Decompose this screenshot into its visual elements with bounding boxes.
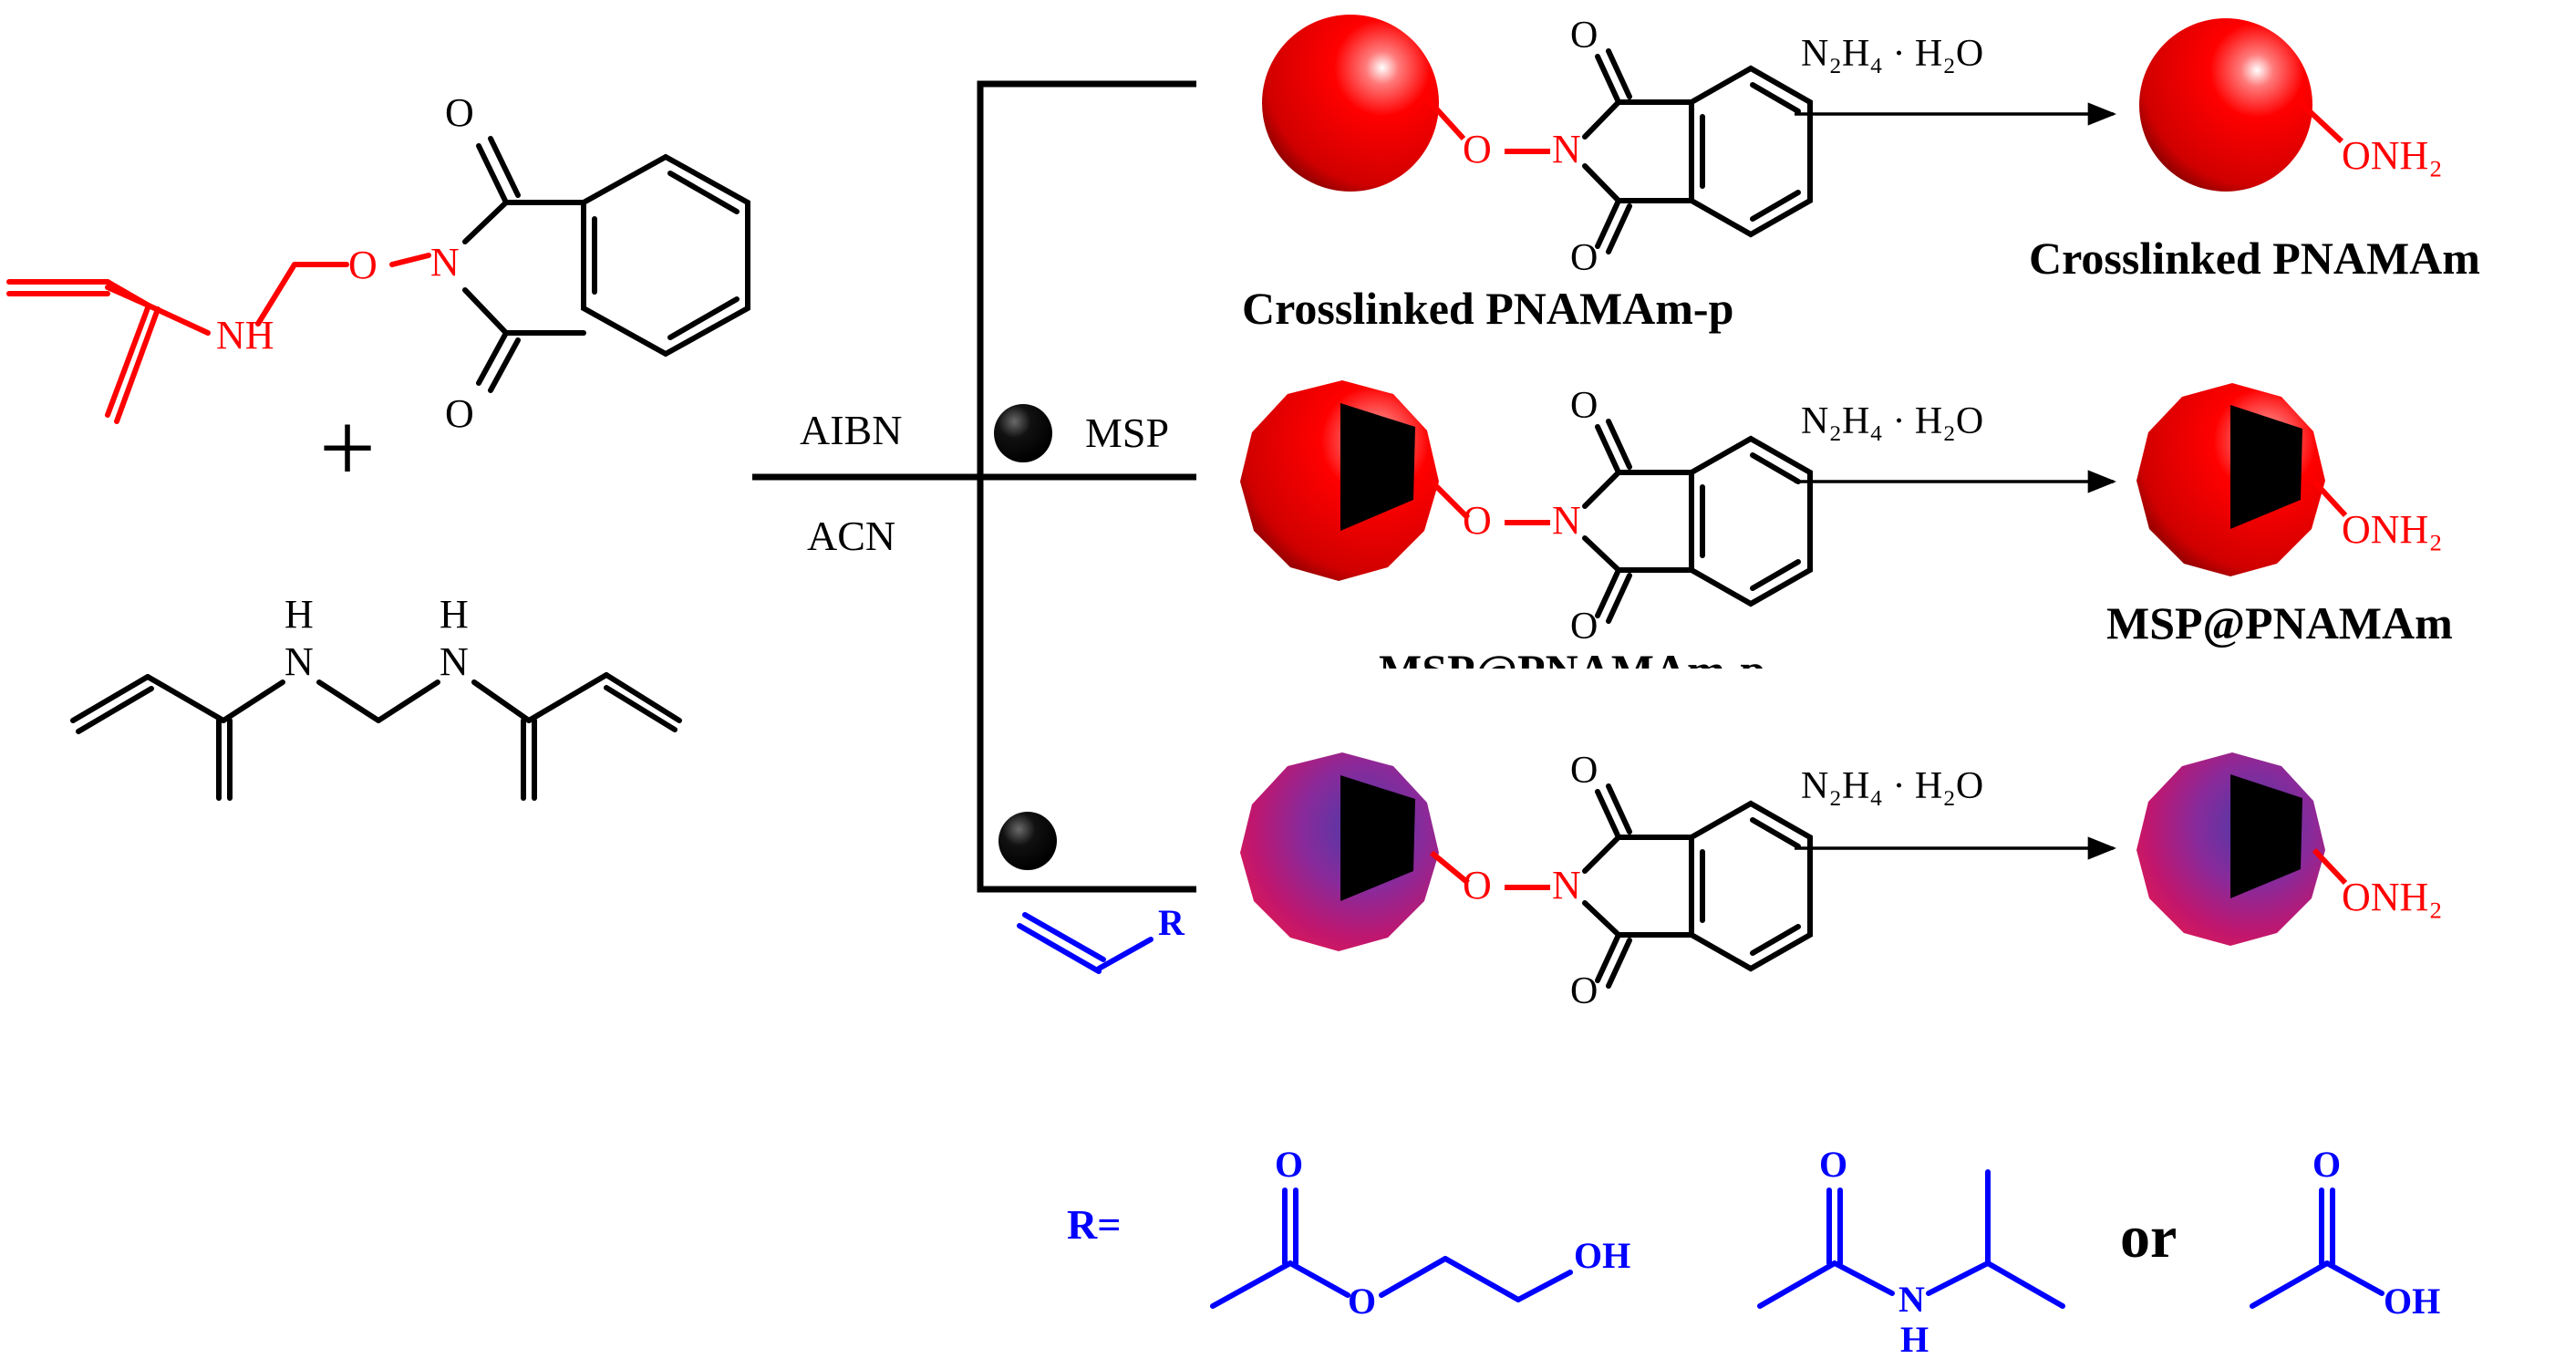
crosslinker-h1: H (284, 592, 314, 637)
row1-product-group: ONH₂ (2342, 133, 2443, 178)
r-group-hydroxyethyl-ester (1210, 1188, 1573, 1309)
or-label: or (2120, 1204, 2177, 1270)
row1-intermediate-sphere (1262, 15, 1439, 192)
row-2: O N O O MSP@PNAMAm-p N₂H₄ · H₂O ONH₂ MS (1240, 380, 2453, 705)
row3-product-particle (2136, 752, 2325, 946)
row1-linker (1424, 96, 1550, 154)
row3-o-bottom: O (1570, 970, 1598, 1012)
row2-linker (1429, 479, 1550, 525)
row1-product-sphere (2139, 18, 2312, 192)
crosslinker-structure (70, 672, 682, 801)
row2-product-label: MSP@PNAMAm (2106, 597, 2453, 648)
row1-o-bottom: O (1570, 237, 1598, 279)
row-1: O N O O Crosslinked PNAMAm-p N₂H₄ · H₂O … (1242, 15, 2480, 334)
r-group-carboxylic-acid (2250, 1188, 2385, 1309)
r-groups-prefix: R= (1067, 1201, 1121, 1248)
r1-o-top: O (1275, 1144, 1303, 1185)
monomer-carbonyl-o-top: O (445, 90, 474, 135)
row1-phthalimide (1582, 48, 1813, 254)
row2-o-bottom: O (1570, 606, 1598, 648)
row2-o-top: O (1570, 385, 1598, 427)
row3-product-group: ONH₂ (2342, 875, 2443, 919)
row2-label-occluder (1331, 669, 1878, 705)
msp-particle-icon-lower (998, 812, 1057, 870)
row1-product-label: Crosslinked PNAMAm (2029, 233, 2480, 284)
plus-sign: + (319, 392, 376, 503)
row1-n: N (1552, 127, 1581, 171)
monomer-phthalimide (462, 136, 750, 393)
branch-lines (752, 80, 1196, 893)
crosslinker-h2: H (440, 592, 469, 637)
comonomer-vinyl (1017, 912, 1154, 974)
monomer-carbonyl-o-bottom: O (445, 391, 474, 436)
row3-reagent: N₂H₄ · H₂O (1801, 765, 1983, 807)
comonomer-r-label: R (1158, 902, 1185, 943)
row3-phthalimide (1582, 783, 1813, 989)
solvent-label: ACN (807, 513, 895, 559)
initiator-label: AIBN (800, 407, 902, 453)
row2-product-particle (2136, 383, 2325, 576)
row2-product-group: ONH₂ (2342, 507, 2443, 552)
r3-oh: OH (2384, 1281, 2440, 1322)
row2-reagent: N₂H₄ · H₂O (1801, 400, 1983, 442)
row3-o-link: O (1463, 863, 1492, 907)
monomer-nh-label: NH (216, 313, 274, 358)
row3-product-bond (2312, 847, 2348, 886)
r1-o-ester: O (1348, 1281, 1376, 1322)
msp-label: MSP (1085, 410, 1169, 456)
r1-oh: OH (1574, 1235, 1630, 1276)
row3-linker (1430, 850, 1550, 890)
row1-product-bond (2295, 98, 2344, 144)
msp-particle-icon (994, 404, 1052, 462)
row2-product-bond (2312, 479, 2348, 518)
row1-o-top: O (1570, 15, 1598, 57)
row3-o-top: O (1570, 750, 1598, 792)
row3-n: N (1552, 863, 1581, 907)
row-3: O N O O N₂H₄ · H₂O ONH₂ (1240, 750, 2443, 1012)
row1-reagent: N₂H₄ · H₂O (1801, 33, 1983, 75)
r-group-isopropylamide (1757, 1169, 2065, 1309)
monomer-o-label: O (348, 243, 378, 287)
monomer-structure (6, 253, 431, 424)
row2-intermediate-particle (1240, 380, 1439, 581)
r2-o: O (1819, 1144, 1847, 1185)
r3-o: O (2312, 1144, 2341, 1185)
row2-o-link: O (1463, 498, 1492, 543)
row1-o-link: O (1463, 127, 1492, 171)
row2-phthalimide (1582, 419, 1813, 624)
crosslinker-n2: N (440, 639, 469, 684)
r2-n: N (1898, 1279, 1925, 1320)
monomer-n-label: N (430, 240, 460, 285)
row3-intermediate-particle (1240, 752, 1439, 951)
r2-h: H (1900, 1319, 1929, 1360)
row1-intermediate-label: Crosslinked PNAMAm-p (1242, 283, 1733, 334)
crosslinker-n1: N (284, 639, 314, 684)
row2-n: N (1552, 498, 1581, 543)
